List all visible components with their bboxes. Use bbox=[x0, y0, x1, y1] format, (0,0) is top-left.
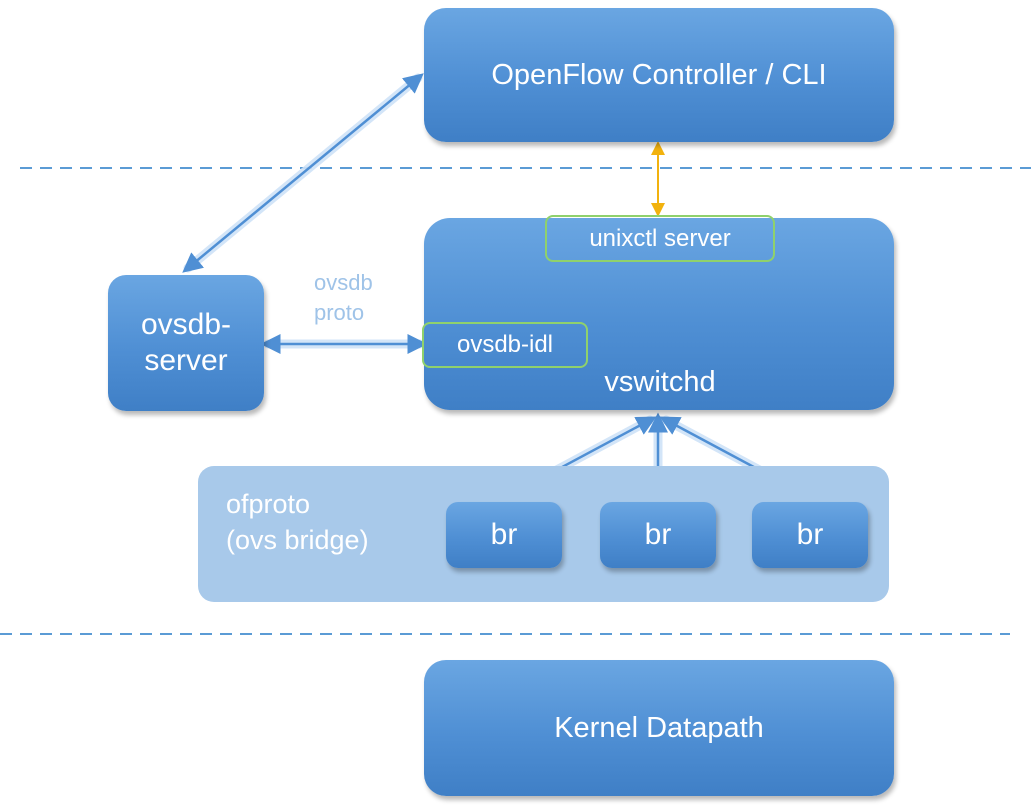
ovsdb-proto-line1: ovsdb bbox=[314, 270, 373, 295]
ovsdb-idl-box: ovsdb-idl bbox=[422, 322, 588, 368]
openflow-controller-node: OpenFlow Controller / CLI bbox=[424, 8, 894, 142]
arrow-ovsdb-server-controller bbox=[182, 73, 424, 273]
kernel-datapath-node: Kernel Datapath bbox=[424, 660, 894, 796]
ofproto-group-label: ofproto (ovs bridge) bbox=[226, 486, 426, 562]
ovsdb-server-label-line2: server bbox=[144, 344, 228, 377]
bridge-label-1: br bbox=[490, 518, 518, 551]
unixctl-server-box: unixctl server bbox=[545, 215, 775, 262]
ofproto-label-line2: (ovs bridge) bbox=[226, 525, 369, 555]
bridge-label-3: br bbox=[796, 518, 824, 551]
ofproto-label-line1: ofproto bbox=[226, 489, 311, 519]
bridge-label-2: br bbox=[644, 518, 672, 551]
ovsdb-server-node: ovsdb- server bbox=[108, 275, 264, 411]
bridge-node-2: br bbox=[600, 502, 716, 568]
vswitchd-node bbox=[424, 218, 894, 410]
openflow-controller-label: OpenFlow Controller / CLI bbox=[491, 58, 827, 91]
vswitchd-label: vswitchd bbox=[604, 366, 716, 398]
bridge-node-3: br bbox=[752, 502, 868, 568]
unixctl-server-label: unixctl server bbox=[589, 224, 731, 252]
ovsdb-idl-label: ovsdb-idl bbox=[456, 331, 554, 358]
ovsdb-server-label-line1: ovsdb- bbox=[140, 308, 232, 341]
ovsdb-proto-line2: proto bbox=[314, 300, 365, 325]
bridge-node-1: br bbox=[446, 502, 562, 568]
kernel-datapath-label: Kernel Datapath bbox=[554, 711, 764, 744]
ovsdb-proto-label: ovsdb proto bbox=[314, 268, 404, 330]
